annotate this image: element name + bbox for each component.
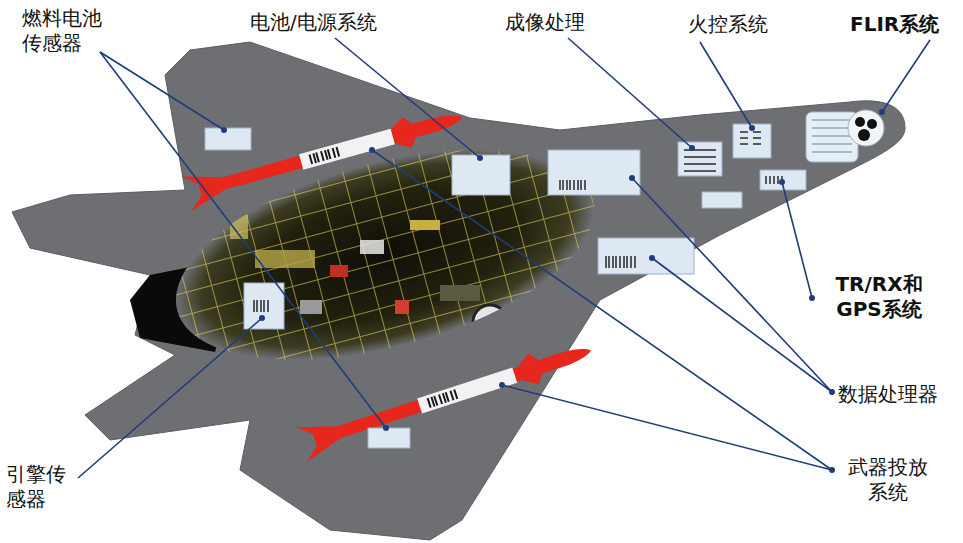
callout-label: 燃料电池 传感器 xyxy=(22,6,112,56)
label-anchor: FLIR系统 xyxy=(850,12,958,37)
callout-label: 武器投放 系统 xyxy=(838,455,938,505)
airframe xyxy=(12,42,905,540)
leader-dot xyxy=(221,109,885,473)
label-anchor: TR/RX和 GPS系统 xyxy=(818,272,940,322)
label-anchor: 成像处理 xyxy=(505,10,615,35)
leader-line xyxy=(78,38,930,478)
barcode xyxy=(254,132,782,312)
label-anchor: 武器投放 系统 xyxy=(838,455,938,505)
callout-label: TR/RX和 GPS系统 xyxy=(818,272,940,322)
flir-turret xyxy=(806,110,884,162)
missile xyxy=(182,100,467,211)
callout-label: 成像处理 xyxy=(505,10,615,35)
label-anchor: 燃料电池 传感器 xyxy=(22,6,112,56)
label-anchor: 数据处理器 xyxy=(838,382,958,407)
label-anchor: 引擎传 感器 xyxy=(6,462,76,512)
callout-label: 火控系统 xyxy=(688,12,798,37)
callout-label: 电池/电源系统 xyxy=(250,10,420,35)
label-anchor: 电池/电源系统 xyxy=(250,10,420,35)
callout-label: 数据处理器 xyxy=(838,382,958,407)
callout-label: 引擎传 感器 xyxy=(6,462,76,512)
callout-label: FLIR系统 xyxy=(850,12,958,37)
label-anchor: 火控系统 xyxy=(688,12,798,37)
component-box xyxy=(205,124,806,448)
